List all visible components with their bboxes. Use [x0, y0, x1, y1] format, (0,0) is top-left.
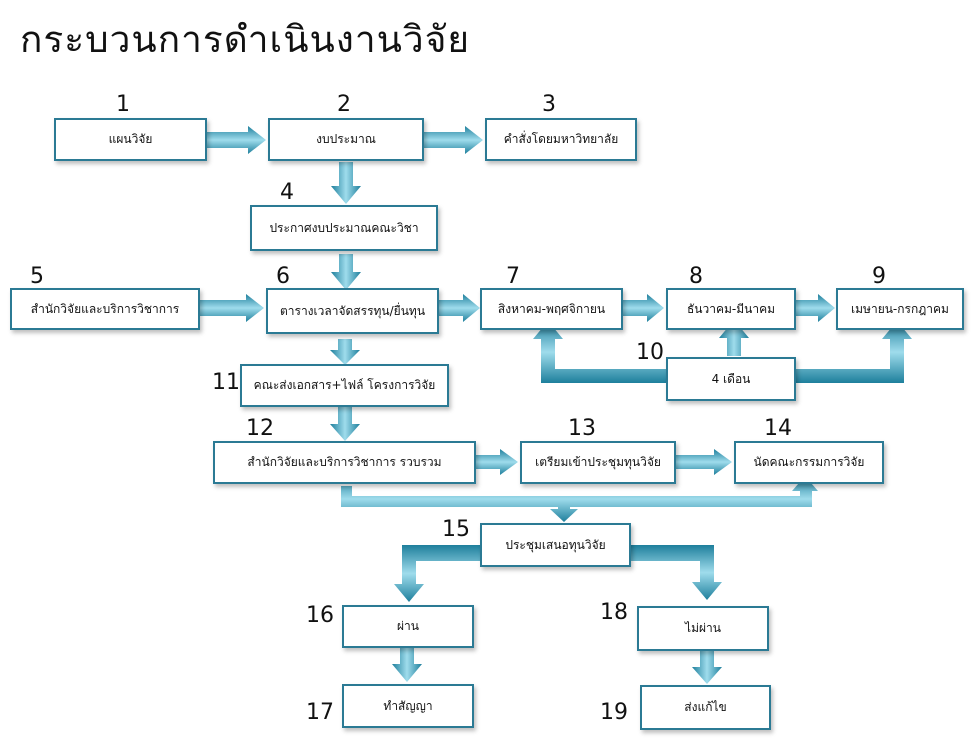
- step-number-5: 5: [30, 264, 44, 289]
- arrow-8-9: [796, 294, 835, 322]
- step-box-11: คณะส่งเอกสาร+ไฟล์ โครงการวิจัย: [240, 364, 449, 407]
- arrow-16-17: [392, 648, 422, 682]
- step-box-12: สำนักวิจัยและบริการวิชาการ รวบรวม: [213, 441, 476, 484]
- step-number-19: 19: [600, 700, 628, 725]
- step-number-4: 4: [280, 180, 294, 205]
- step-box-14: นัดคณะกรรมการวิจัย: [734, 441, 884, 484]
- arrow-4-6: [331, 254, 361, 290]
- arrow-6-7: [439, 294, 480, 322]
- step-box-17: ทำสัญญา: [342, 684, 474, 728]
- arrow-2-4: [331, 162, 361, 204]
- arrow-6-11: [330, 339, 360, 365]
- step-number-6: 6: [276, 264, 290, 289]
- step-box-10: 4 เดือน: [666, 357, 796, 401]
- step-box-4: ประกาศงบประมาณคณะวิชา: [250, 205, 438, 251]
- step-box-5: สำนักวิจัยและบริการวิชาการ: [10, 288, 200, 330]
- step-number-1: 1: [116, 92, 130, 117]
- step-number-2: 2: [337, 92, 351, 117]
- arrow-12-13: [476, 449, 518, 475]
- step-box-9: เมษายน-กรกฎาคม: [836, 288, 964, 330]
- step-box-7: สิงหาคม-พฤศจิกายน: [480, 288, 623, 330]
- arrow-merge-12-14: [341, 476, 818, 522]
- arrow-7-8: [623, 294, 664, 322]
- arrow-13-14: [676, 449, 732, 475]
- step-number-7: 7: [506, 264, 520, 289]
- step-box-18: ไม่ผ่าน: [637, 606, 769, 651]
- step-box-3: คำสั่งโดยมหาวิทยาลัย: [485, 118, 637, 161]
- step-number-10: 10: [636, 340, 664, 365]
- step-box-16: ผ่าน: [342, 605, 474, 648]
- page-title: กระบวนการดำเนินงานวิจัย: [20, 18, 471, 61]
- step-box-8: ธันวาคม-มีนาคม: [666, 288, 796, 330]
- arrow-2-3: [424, 126, 483, 154]
- step-box-15: ประชุมเสนอทุนวิจัย: [480, 523, 631, 567]
- step-number-11: 11: [212, 370, 240, 395]
- step-number-13: 13: [568, 416, 596, 441]
- arrow-10-9: [796, 321, 912, 383]
- arrow-5-6: [200, 294, 264, 322]
- step-box-1: แผนวิจัย: [54, 118, 207, 161]
- step-box-13: เตรียมเข้าประชุมทุนวิจัย: [520, 441, 676, 484]
- arrow-18-19: [692, 651, 722, 684]
- arrow-15-18: [631, 545, 722, 600]
- arrow-11-12: [330, 407, 360, 441]
- arrow-1-2: [207, 126, 266, 154]
- step-number-17: 17: [306, 700, 334, 725]
- step-box-2: งบประมาณ: [268, 118, 424, 161]
- step-number-8: 8: [689, 264, 703, 289]
- step-box-6: ตารางเวลาจัดสรรทุน/ยื่นทุน: [266, 288, 439, 334]
- step-number-12: 12: [246, 416, 274, 441]
- step-number-9: 9: [872, 264, 886, 289]
- arrow-15-16: [394, 545, 480, 602]
- step-number-15: 15: [442, 517, 470, 542]
- step-number-18: 18: [600, 600, 628, 625]
- step-number-14: 14: [764, 416, 792, 441]
- step-number-16: 16: [306, 603, 334, 628]
- step-number-3: 3: [542, 92, 556, 117]
- step-box-19: ส่งแก้ไข: [640, 685, 771, 730]
